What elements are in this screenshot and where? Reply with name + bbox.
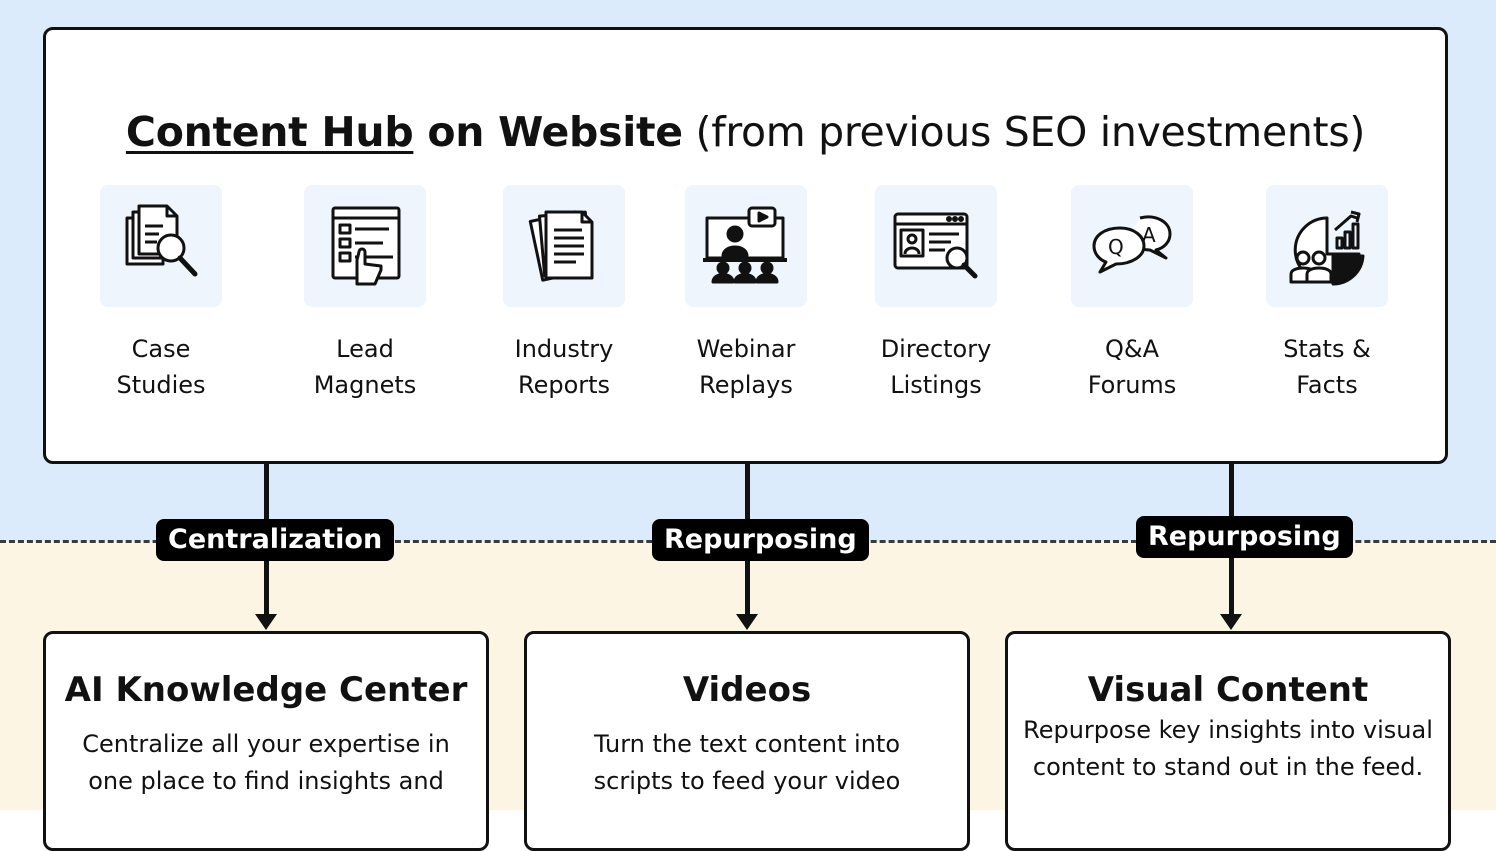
hub-title-suffix: (from previous SEO investments) [682, 108, 1366, 156]
svg-text:Q: Q [1108, 235, 1124, 259]
tag-centralization: Centralization [156, 519, 395, 561]
hub-title-bold: on Website [413, 108, 683, 156]
hub-item-tile: A Q [1071, 185, 1193, 307]
arrow-down-icon [736, 614, 758, 630]
hub-item-tile [685, 185, 807, 307]
card-description: Turn the text content into scripts to fe… [593, 730, 901, 795]
stats-people-chart-icon [1289, 210, 1365, 286]
case-study-magnifier-icon [125, 204, 198, 277]
lead-form-click-icon [331, 206, 401, 286]
hub-item-tile [304, 185, 426, 307]
card-title: AI Knowledge Center [64, 670, 468, 710]
card-title: Visual Content [1087, 670, 1369, 710]
arrow-down-icon [1220, 614, 1242, 630]
hub-item-tile [100, 185, 222, 307]
tag-repurposing-visual: Repurposing [1136, 516, 1353, 558]
arrow-down-icon [255, 614, 277, 630]
hub-item-tile [875, 185, 997, 307]
hub-title-underlined: Content Hub [125, 108, 414, 156]
hub-title: Content Hub on Website (from previous SE… [46, 108, 1445, 156]
qa-speech-bubbles-icon: A Q [1092, 215, 1172, 274]
hub-item-stats-facts: Stats &Facts [1242, 185, 1412, 403]
content-hub-panel: Content Hub on Website (from previous SE… [43, 27, 1448, 464]
tag-repurposing-videos: Repurposing [652, 519, 869, 561]
webinar-presenter-icon [703, 206, 787, 284]
card-description: Centralize all your expertise in one pla… [82, 730, 450, 795]
card-visual-content: Visual Content Repurpose key insights in… [1005, 631, 1451, 851]
card-title: Videos [682, 670, 812, 710]
svg-text:A: A [1142, 223, 1156, 247]
card-description: Repurpose key insights into visual conte… [1023, 716, 1433, 781]
hub-item-tile [503, 185, 625, 307]
directory-browser-search-icon [893, 212, 978, 279]
card-ai-knowledge-center: AI Knowledge Center Centralize all your … [43, 631, 489, 851]
hub-item-tile [1266, 185, 1388, 307]
hub-item-label: Stats &Facts [1283, 335, 1371, 399]
report-documents-icon [528, 210, 594, 282]
card-videos: Videos Turn the text content into script… [524, 631, 970, 851]
